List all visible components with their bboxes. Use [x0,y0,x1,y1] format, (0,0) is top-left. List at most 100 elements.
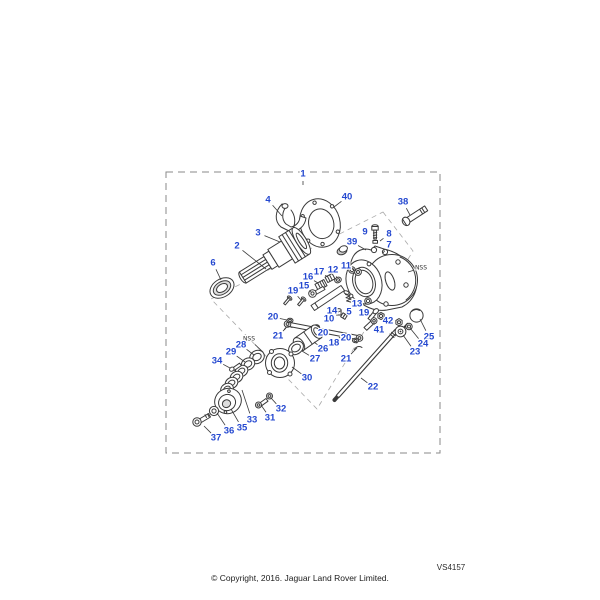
callout-label-19: 19 [288,286,299,297]
leader-line [222,363,231,369]
callout-label-30: 30 [302,373,313,384]
leader-line [203,425,212,434]
copyright-text: © Copyright, 2016. Jaguar Land Rover Lim… [211,573,389,583]
callout-label-12: 12 [328,265,339,276]
callout-label-31: 31 [265,413,276,424]
leader-line [272,205,283,217]
callout-label-20: 20 [341,333,352,344]
part-washer [208,405,220,417]
leader-line [407,269,414,273]
part-gasket [299,198,341,248]
callout-label-20: 20 [318,328,329,339]
callout-label-18: 18 [329,338,340,349]
assembly-frame [165,171,441,454]
callout-label-26: 26 [318,344,329,355]
callout-label-7: 7 [386,240,391,251]
leader-line [291,366,302,375]
callout-label-37: 37 [211,433,222,444]
leader-line [333,200,342,208]
callout-label-5: 5 [346,307,352,318]
callout-label-24: 24 [418,339,429,350]
leader-line [264,235,281,243]
leader-line [230,408,239,423]
callout-label-23: 23 [410,347,421,358]
leader-line [402,334,412,347]
leader-line [349,298,352,301]
callout-label-13: 13 [352,299,363,310]
leader-line [335,311,339,314]
part-drive-disc [214,387,242,415]
part-speedo-drive [394,308,424,338]
part-flange-plate [265,348,295,378]
leader-line [405,207,411,216]
leader-line [409,327,419,339]
leader-line [357,245,367,251]
leader-line [335,276,338,279]
callout-label-21: 21 [341,354,352,365]
leader-line [316,327,318,329]
part-main-housing [345,245,418,311]
callout-label-16: 16 [303,272,314,283]
callout-label-14: 14 [327,306,338,317]
nss-label: NSS [415,265,427,272]
callout-label-40: 40 [342,192,353,203]
callout-label-33: 33 [247,415,258,426]
leader-line [297,295,302,301]
leader-line [242,250,267,270]
leader-line [324,275,329,278]
part-breather-bolt [371,224,379,244]
callout-label-38: 38 [398,197,409,208]
part-selector-fork [275,203,307,233]
part-flange-bolt [192,413,211,427]
callout-label-8: 8 [386,229,391,240]
callout-label-15: 15 [299,281,310,292]
callout-label-34: 34 [212,356,223,367]
callout-label-36: 36 [224,426,235,437]
leader-line [260,404,267,413]
part-long-bolt [401,205,429,227]
callout-label-19: 19 [359,308,370,319]
leader-line [419,318,427,331]
leader-line [236,355,246,363]
callout-label-11: 11 [341,261,352,272]
leader-line [352,268,357,272]
figure-code: VS4157 [436,563,466,572]
part-oil-seal [209,277,235,299]
callout-label-39: 39 [347,237,358,248]
callout-label-2: 2 [234,241,239,252]
callout-label-22: 22 [368,382,379,393]
callout-label-29: 29 [226,347,237,358]
part-small-fasteners [229,362,273,409]
callout-label-6: 6 [210,258,215,269]
part-speedo-shaft [332,328,399,402]
callout-label-35: 35 [237,423,248,434]
leader-line [309,290,312,293]
leader-line [331,310,333,313]
leader-line [343,314,346,317]
callout-label-20: 20 [268,312,279,323]
leader-line [246,348,255,356]
callout-label-3: 3 [255,228,260,239]
leader-line [301,350,310,356]
callout-label-21: 21 [273,331,284,342]
leader-line [279,318,288,321]
callout-label-4: 4 [265,195,271,206]
leader-line [313,280,319,284]
leader-line [368,314,371,316]
callout-label-10: 10 [324,314,335,325]
leader-line [216,412,226,426]
leader-line [360,377,368,384]
leader-line [382,250,386,254]
leader-line [373,323,375,325]
construction-plane [210,211,414,410]
leader-line [287,296,290,300]
leader-line [313,341,318,346]
leader-line [241,389,251,414]
leader-line [215,269,222,281]
leader-line [254,344,264,353]
leader-line [350,347,358,355]
callout-label-28: 28 [236,340,247,351]
